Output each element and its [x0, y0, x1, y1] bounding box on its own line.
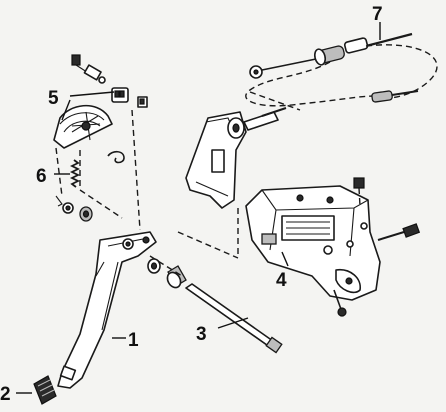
callout-6: 6	[36, 166, 47, 187]
leader-5a	[69, 91, 115, 97]
pedal-box-housing	[245, 177, 421, 317]
leader-4	[281, 251, 289, 267]
clutch-pedal-lever	[57, 231, 157, 389]
quadrant-assembly	[53, 54, 148, 164]
cable-route-dashed	[245, 61, 375, 107]
return-spring	[69, 159, 81, 188]
callout-2: 2	[0, 384, 11, 405]
callout-1: 1	[128, 330, 139, 351]
pedal-bracket-upper	[177, 91, 301, 259]
leader-3	[217, 317, 249, 329]
assembly-guides-left	[55, 109, 141, 231]
clutch-cable	[245, 32, 438, 107]
callout-4: 4	[276, 270, 287, 291]
leader-5b	[61, 99, 71, 121]
cable-loop-dashed	[365, 44, 438, 99]
callout-3: 3	[196, 324, 207, 345]
callout-7: 7	[372, 4, 383, 25]
pivot-bushings	[55, 195, 93, 222]
pedal-shaft	[147, 255, 283, 354]
pedal-pad	[33, 375, 57, 405]
callout-5: 5	[48, 88, 59, 109]
callout-leaders	[16, 22, 381, 394]
